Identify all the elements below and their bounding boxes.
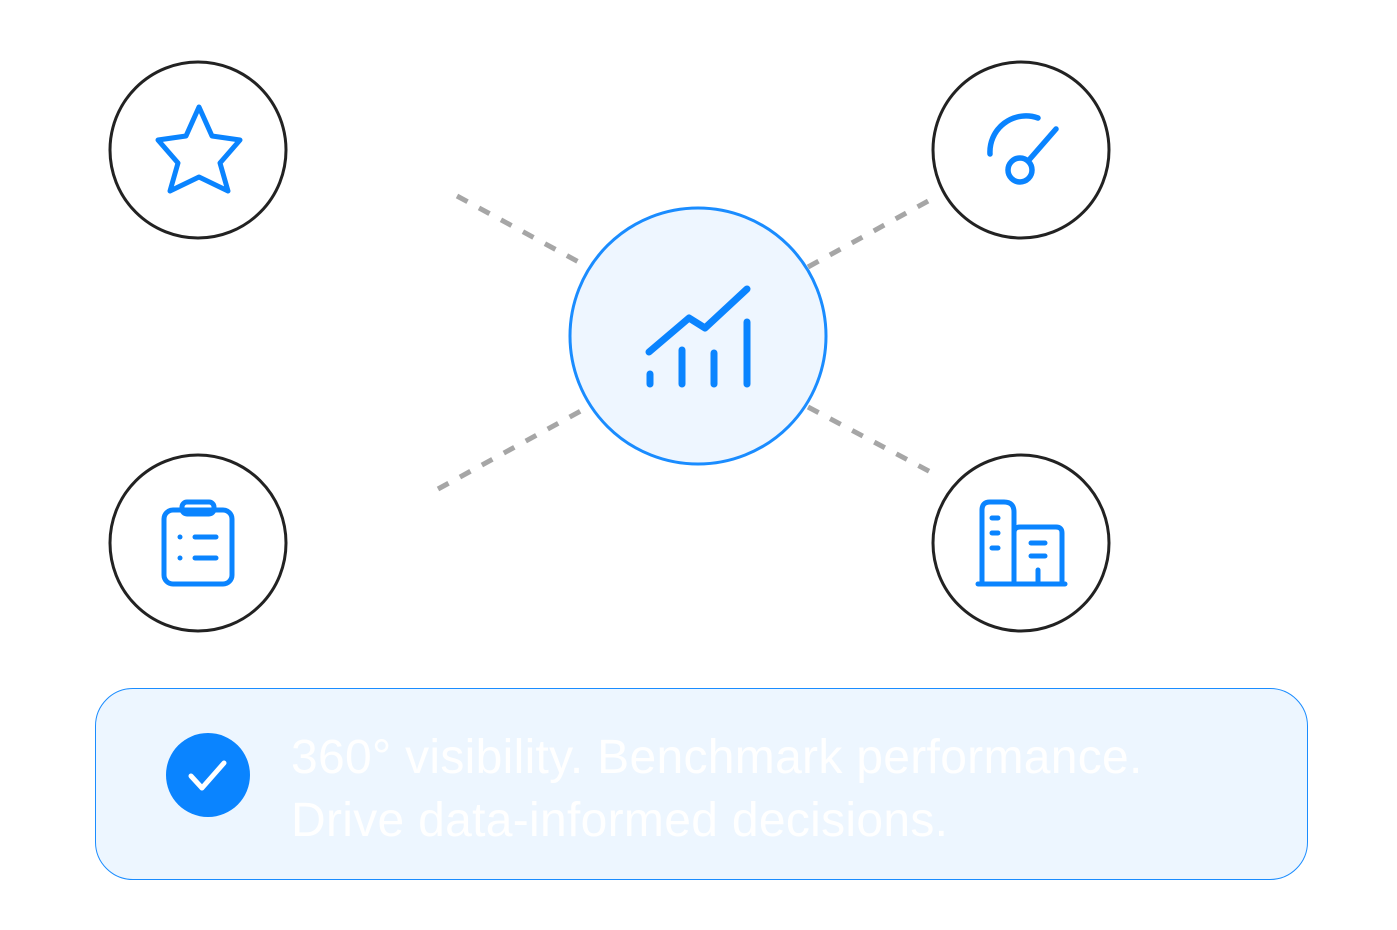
- banner-line-1: 360° visibility. Benchmark performance.: [291, 731, 1143, 784]
- connector-top-right: [806, 197, 932, 270]
- clipboard-list-icon: [161, 499, 235, 587]
- connector-bottom-right: [806, 404, 942, 480]
- banner-message: 360° visibility. Benchmark performance. …: [291, 726, 1281, 852]
- check-circle-icon: [166, 733, 250, 817]
- hub-node: [568, 206, 828, 466]
- trending-chart-icon: [645, 285, 751, 388]
- summary-banner: 360° visibility. Benchmark performance. …: [95, 688, 1308, 880]
- node-bottom-right: [931, 453, 1111, 633]
- star-icon: [155, 104, 243, 194]
- connector-bottom-left: [436, 404, 590, 492]
- node-bottom-left: [108, 453, 288, 633]
- hub-diagram: [108, 60, 1111, 633]
- connectors: [436, 193, 942, 492]
- node-top-left: [108, 60, 288, 240]
- connector-top-left: [455, 193, 590, 270]
- banner-line-2: Drive data-informed decisions.: [291, 794, 949, 847]
- node-top-right: [931, 60, 1111, 240]
- building-icon: [975, 499, 1068, 587]
- gauge-icon: [987, 113, 1059, 185]
